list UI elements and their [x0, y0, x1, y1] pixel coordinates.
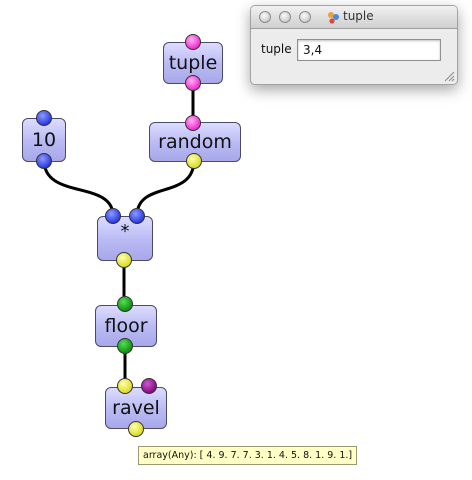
- multiply-output-port[interactable]: [116, 252, 132, 268]
- minimize-window-button[interactable]: [279, 11, 291, 23]
- multiply-input-port-a[interactable]: [105, 208, 121, 224]
- floor-output-port[interactable]: [117, 338, 133, 354]
- random-input-port[interactable]: [185, 115, 201, 131]
- zoom-window-button[interactable]: [299, 11, 311, 23]
- tuple-field-label: tuple: [261, 42, 292, 56]
- node-ravel-label: ravel: [112, 397, 160, 419]
- ravel-output-port[interactable]: [128, 421, 144, 437]
- wire-random-multiply[interactable]: [135, 159, 196, 216]
- node-multiply-label: *: [120, 221, 130, 242]
- ravel-input-port-b[interactable]: [141, 378, 157, 394]
- multiply-input-port-b[interactable]: [129, 208, 145, 224]
- tuple-window-titlebar[interactable]: tuple: [251, 6, 457, 29]
- ten-output-port[interactable]: [36, 153, 52, 169]
- ten-input-port[interactable]: [36, 110, 52, 126]
- node-floor-label: floor: [104, 315, 148, 337]
- tuple-window-title: tuple: [343, 9, 374, 23]
- output-tooltip: array(Any): [ 4. 9. 7. 7. 3. 1. 4. 5. 8.…: [138, 446, 358, 465]
- node-random-label: random: [158, 131, 232, 153]
- resize-grip-icon[interactable]: [444, 71, 455, 82]
- floor-input-port[interactable]: [117, 296, 133, 312]
- ravel-input-port-a[interactable]: [117, 378, 133, 394]
- close-window-button[interactable]: [259, 11, 271, 23]
- node-ten-label: 10: [31, 129, 57, 151]
- tuple-output-port[interactable]: [185, 75, 201, 91]
- app-icon: [328, 12, 339, 24]
- node-tuple-label: tuple: [168, 52, 218, 74]
- wire-ten-multiply[interactable]: [42, 159, 115, 216]
- tuple-input-port[interactable]: [185, 34, 201, 50]
- random-output-port[interactable]: [186, 153, 202, 169]
- tuple-window[interactable]: tuple tuple: [250, 5, 458, 85]
- tuple-value-input[interactable]: [297, 39, 441, 61]
